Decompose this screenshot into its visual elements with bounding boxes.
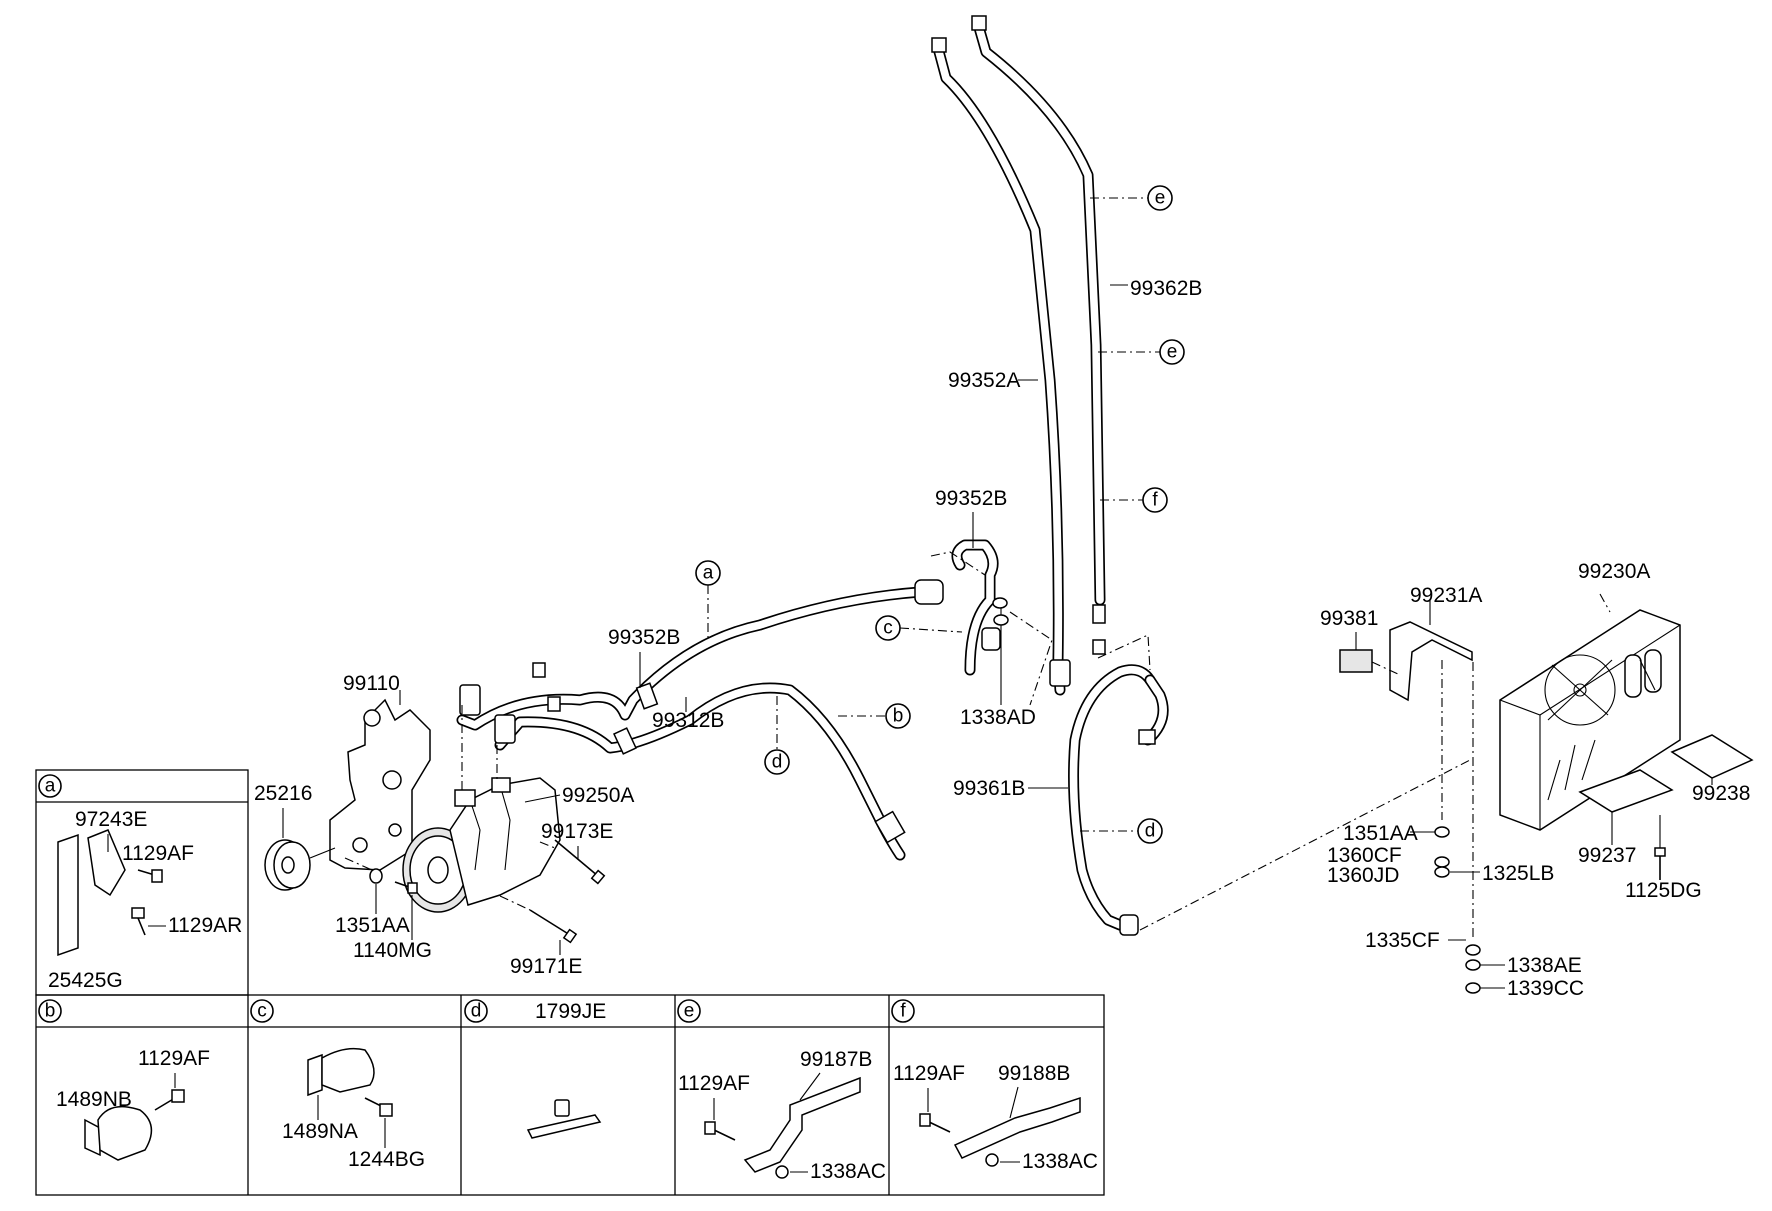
label-1351AA-compressor: 1351AA — [335, 914, 410, 937]
label-1360CF: 1360CF — [1327, 844, 1402, 867]
label-1140MG: 1140MG — [353, 939, 432, 962]
label-99110: 99110 — [343, 672, 400, 695]
label-1335CF: 1335CF — [1365, 929, 1440, 952]
label-25216: 25216 — [254, 782, 312, 805]
label-1351AA-condenser: 1351AA — [1343, 822, 1418, 845]
compressor-labels: 99110 25216 99250A 99173E 1351AA 1140MG … — [254, 672, 634, 978]
washer-1351AA-compressor — [344, 857, 383, 884]
label-99231A: 99231A — [1410, 584, 1482, 607]
condenser-99230A — [1499, 593, 1681, 831]
pipe-99352B-upper — [951, 539, 1001, 676]
bolt-1125DG — [1654, 815, 1666, 880]
detail-e-tag: e — [684, 1001, 695, 1022]
label-99312B: 99312B — [652, 709, 724, 732]
label-99362B: 99362B — [1130, 277, 1202, 300]
condenser-labels: 99381 99231A 99230A 99238 99237 1351AA 1… — [1320, 560, 1750, 1000]
label-1244BG: 1244BG — [348, 1148, 425, 1171]
condenser-leaders — [1410, 659, 1656, 989]
label-1325LB: 1325LB — [1482, 862, 1554, 885]
callout-e-1: e — [1155, 188, 1166, 209]
detail-panel-b: b 1129AF 1489NB — [38, 999, 210, 1161]
label-1360JD: 1360JD — [1327, 864, 1399, 887]
bracket-99231A — [1389, 600, 1474, 940]
callout-c: c — [883, 618, 893, 639]
callout-d-2: d — [1145, 821, 1156, 842]
callouts: e e f a c b d d — [695, 185, 1185, 844]
pipe-99312B — [494, 682, 906, 861]
label-1799JE: 1799JE — [535, 1000, 606, 1023]
label-99250A: 99250A — [562, 784, 634, 807]
callout-b: b — [893, 706, 904, 727]
label-1129AF-b: 1129AF — [138, 1047, 210, 1070]
label-99352B-top: 99352B — [935, 487, 1007, 510]
detail-b-tag: b — [45, 1001, 56, 1022]
label-1125DG: 1125DG — [1625, 879, 1702, 902]
label-1129AF-a: 1129AF — [122, 842, 194, 865]
bolt-1140MG — [394, 881, 418, 894]
callout-d-1: d — [772, 752, 783, 773]
label-1339CC: 1339CC — [1507, 977, 1584, 1000]
label-1489NA: 1489NA — [282, 1120, 358, 1143]
label-1489NB: 1489NB — [56, 1088, 132, 1111]
label-99230A: 99230A — [1578, 560, 1650, 583]
detail-panel-e: e 1129AF 99187B 1338AC — [677, 999, 886, 1183]
detail-f-tag: f — [900, 1001, 906, 1022]
plate-99238 — [1670, 734, 1754, 779]
label-99361B: 99361B — [953, 777, 1025, 800]
detail-panel-a: a 97243E 1129AF 1129AR 25425G — [35, 769, 249, 996]
label-99352A: 99352A — [948, 369, 1020, 392]
label-25425G: 25425G — [48, 969, 123, 992]
label-99171E: 99171E — [510, 955, 582, 978]
detail-strip — [35, 994, 1105, 1196]
label-1129AF-f: 1129AF — [893, 1062, 965, 1085]
label-99352B-mid: 99352B — [608, 626, 680, 649]
bracket-99110 — [329, 690, 431, 871]
pipe-99361B — [1068, 664, 1169, 936]
label-1338AD: 1338AD — [960, 706, 1036, 729]
pipe-99352A — [931, 37, 1071, 696]
label-99188B: 99188B — [998, 1062, 1070, 1085]
compressor-99250A — [402, 705, 561, 913]
label-1338AE: 1338AE — [1507, 954, 1582, 977]
detail-a-tag: a — [45, 776, 56, 797]
pulley-25216 — [264, 839, 336, 891]
label-1338AC-f: 1338AC — [1022, 1150, 1098, 1173]
detail-panel-f: f 1129AF 99188B 1338AC — [891, 999, 1098, 1173]
pipe-99362B — [971, 15, 1106, 655]
label-99187B: 99187B — [800, 1048, 872, 1071]
pipe-99352B-main — [456, 579, 944, 731]
label-99237: 99237 — [1578, 844, 1636, 867]
detail-d-tag: d — [471, 1001, 482, 1022]
callout-f: f — [1152, 490, 1158, 511]
pipe-labels: 99362B 99352A 99352B 99352B 99312B 1338A… — [608, 277, 1202, 800]
detail-panel-d: d 1799JE — [464, 999, 606, 1139]
bolt-99173E — [539, 839, 606, 885]
label-99381: 99381 — [1320, 607, 1378, 630]
label-1129AR: 1129AR — [168, 914, 242, 937]
label-1129AF-e: 1129AF — [678, 1072, 750, 1095]
label-97243E: 97243E — [75, 808, 147, 831]
callout-e-2: e — [1167, 342, 1178, 363]
leader-lines — [930, 284, 1471, 931]
detail-c-tag: c — [257, 1001, 267, 1022]
plate-99237 — [1578, 769, 1674, 813]
detail-panel-c: c 1489NA 1244BG — [250, 999, 425, 1171]
label-99238: 99238 — [1692, 782, 1750, 805]
part-1338AD — [992, 597, 1009, 626]
label-99173E: 99173E — [541, 820, 613, 843]
bolt-99171E — [499, 895, 578, 944]
callout-a: a — [703, 563, 714, 584]
label-1338AC-e: 1338AC — [810, 1160, 886, 1183]
